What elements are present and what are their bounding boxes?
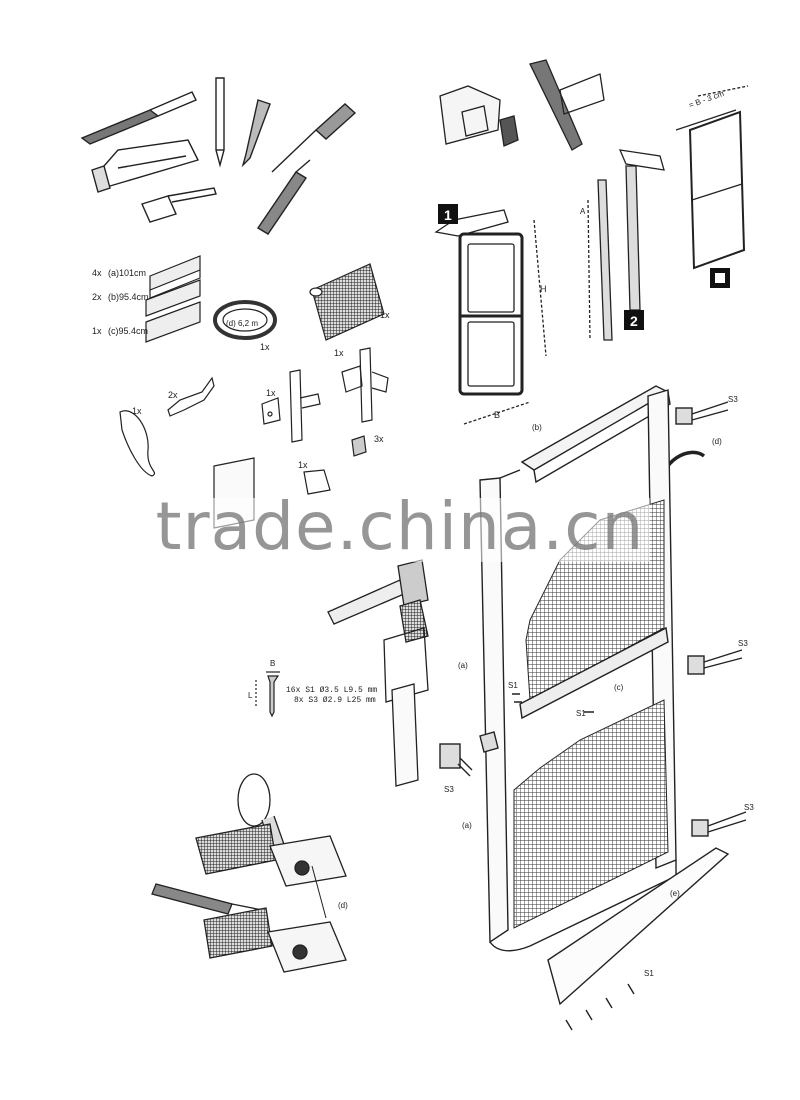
- label-s3-top: S3: [728, 395, 738, 404]
- step-labels: 1 2 H B A = B - 3 cm: [438, 89, 730, 420]
- label-e: (e): [670, 889, 680, 898]
- connector-qty: 1x: [334, 348, 344, 358]
- profile-bundle-c: [145, 301, 201, 343]
- hinge-s3-lower: [691, 811, 747, 837]
- screws-s1-plate: [565, 983, 635, 1031]
- qty-b: 2x: [92, 292, 102, 302]
- cord-coil-icon: [213, 300, 277, 340]
- label-s1-plate: S1: [644, 969, 654, 978]
- tools-group: [80, 77, 357, 235]
- profile-bundle-b: [145, 279, 201, 317]
- profile-bundle-a: [149, 255, 201, 299]
- kick-plate-e: [547, 847, 730, 1006]
- mesh-insertion-detail: [151, 773, 347, 973]
- label-s3-lower: S3: [744, 803, 754, 812]
- mesh-qty: 1x: [380, 310, 390, 320]
- step2-dim-a: A: [580, 207, 586, 216]
- hammer-step: [327, 559, 429, 787]
- step1-number: 1: [444, 207, 452, 223]
- detail-knife-icon: [151, 883, 263, 915]
- mitre-square-icon: [141, 187, 217, 223]
- utility-knife-icon: [257, 159, 311, 235]
- saw-step-illustration: [529, 59, 605, 151]
- label-s3-left: S3: [444, 785, 454, 794]
- profile-a-label: (a)101cm: [108, 268, 146, 278]
- hinge-s3-middle: [687, 649, 743, 675]
- screws-s1-rail: [512, 693, 594, 713]
- step1-frame: [434, 209, 547, 425]
- middle-rail-c: [519, 626, 669, 720]
- screw-dim-l: L: [248, 691, 253, 700]
- part-labels: 4x (a)101cm 2x (b)95.4cm 1x (c)95.4cm (d…: [92, 268, 390, 470]
- step2-profiles: [587, 149, 665, 341]
- parts-group: [119, 255, 389, 529]
- hinge-part-icon: [261, 369, 321, 443]
- step3-frame: [675, 85, 749, 270]
- qty-a: 4x: [92, 268, 102, 278]
- latch-s3-left: [439, 743, 473, 777]
- file-tool-icon: [80, 91, 197, 145]
- handle-part-icon: [119, 410, 156, 477]
- hinge-qty: 1x: [266, 388, 276, 398]
- screw-legend: B L 16x S1 Ø3.5 L9.5 mm 8x S3 Ø2.9 L25 m…: [248, 659, 377, 718]
- door-labels: (b) (d) (a) (a) (c) (e) S3 S3 S3 S3 S1 S…: [444, 395, 754, 978]
- hacksaw-icon: [91, 139, 199, 193]
- cord-qty: 1x: [260, 342, 270, 352]
- handle-qty: 1x: [132, 406, 142, 416]
- label-d: (d): [712, 437, 722, 446]
- pencil-icon: [215, 77, 225, 168]
- detail-profile-lower: [267, 921, 347, 973]
- latch-qty: 1x: [298, 460, 308, 470]
- screwdriver-icon: [271, 103, 357, 173]
- steps-group: [434, 59, 749, 425]
- screw-icon: [255, 671, 280, 718]
- step1-dim-b: B: [494, 410, 500, 420]
- detail-mesh-upper: [195, 823, 277, 875]
- cutting-step-illustration: [439, 85, 519, 147]
- screw-dim-b: B: [270, 659, 275, 668]
- qty-c: 1x: [92, 326, 102, 336]
- door-handle-icon: [479, 731, 499, 753]
- drill-bit-icon: [241, 99, 271, 168]
- bracket-part-icon: [167, 376, 215, 417]
- clip-qty: 3x: [374, 434, 384, 444]
- label-c: (c): [614, 683, 624, 692]
- label-a-lower: (a): [462, 821, 472, 830]
- label-s3-middle: S3: [738, 639, 748, 648]
- watermark-band: [150, 498, 650, 562]
- detail-mesh-lower: [203, 907, 273, 959]
- profile-b-label: (b)95.4cm: [108, 292, 149, 302]
- screw-spec-s1: 16x S1 Ø3.5 L9.5 mm: [286, 686, 377, 695]
- label-a-upper: (a): [458, 661, 468, 670]
- door-assembly: [439, 385, 747, 1031]
- step3-dim: = B - 3 cm: [688, 89, 726, 110]
- lower-mesh-panel: [513, 699, 669, 929]
- bracket-qty: 2x: [168, 390, 178, 400]
- step2-number: 2: [630, 313, 638, 329]
- label-s1-rail-right: S1: [576, 709, 586, 718]
- latch-part-icon: [303, 469, 331, 495]
- label-s1-rail-left: S1: [508, 681, 518, 690]
- connector-part-icon: [341, 347, 389, 423]
- profile-c-label: (c)95.4cm: [108, 326, 148, 336]
- hinge-s3-top: [675, 401, 729, 425]
- screw-spec-s3: 8x S3 Ø2.9 L25 mm: [294, 696, 376, 705]
- label-b: (b): [532, 423, 542, 432]
- clip-part-icon: [351, 435, 367, 457]
- cord-label: (d) 6,2 m: [226, 319, 258, 328]
- detail-profile-upper: [269, 835, 347, 887]
- detail-label-d: (d): [338, 901, 348, 910]
- mesh-roll-icon: [309, 263, 385, 341]
- step1-dim-h: H: [540, 284, 547, 294]
